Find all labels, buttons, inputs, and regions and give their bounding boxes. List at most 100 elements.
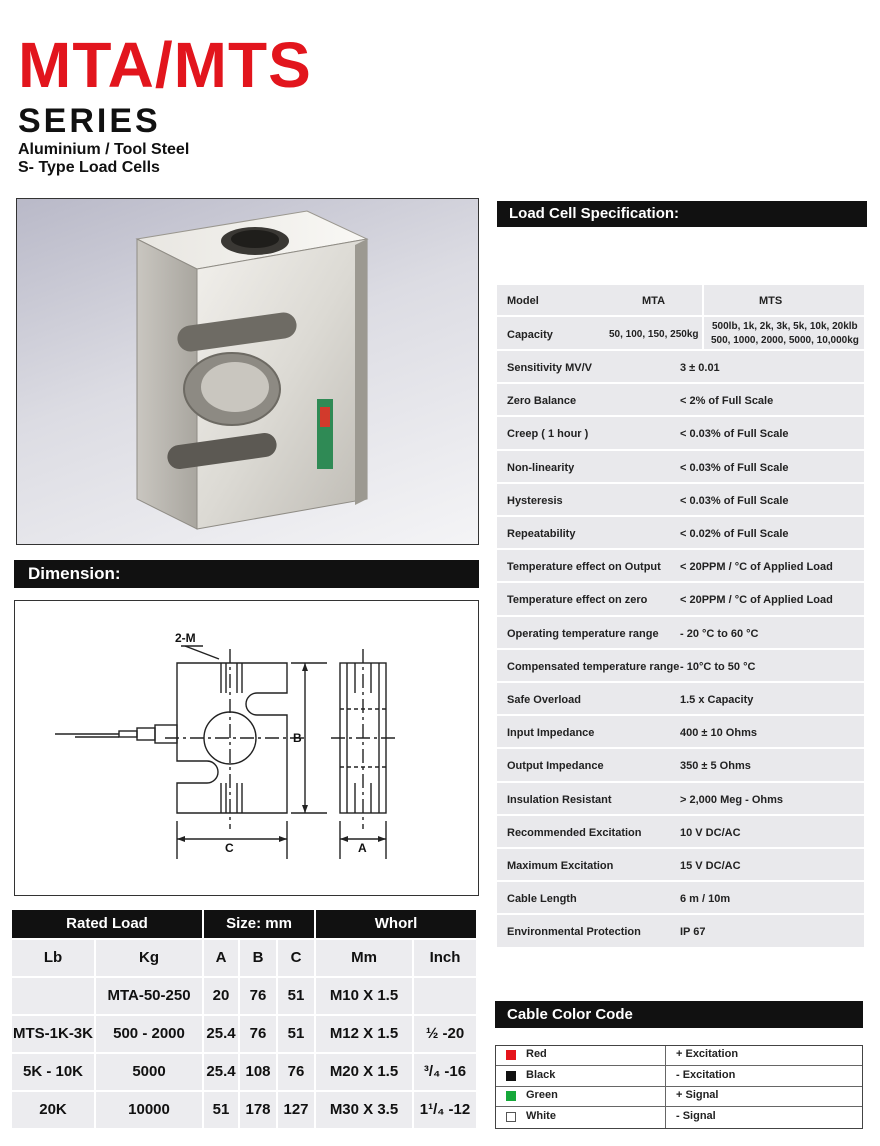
- rated-cell-lb: 5K - 10K: [12, 1054, 94, 1090]
- spec-label: Creep ( 1 hour ): [507, 428, 589, 441]
- wire-color-name: White: [526, 1109, 556, 1122]
- color-swatch-icon: [506, 1111, 516, 1122]
- cable-section-title: Cable Color Code: [495, 1001, 863, 1028]
- head-size: Size: mm: [204, 910, 314, 938]
- subtitle-material: Aluminium / Tool Steel: [18, 141, 190, 158]
- rated-cell-b: 178: [240, 1092, 276, 1128]
- rated-cell-lb: [12, 978, 94, 1014]
- spec-value: 1.5 x Capacity: [680, 694, 754, 706]
- spec-label: Temperature effect on Output: [507, 561, 661, 574]
- col-divider: [702, 317, 704, 351]
- rated-cell-kg: 5000: [96, 1054, 202, 1090]
- spec-row: Non-linearity< 0.03% of Full Scale: [497, 450, 864, 484]
- rated-cell-mm: M12 X 1.5: [316, 1016, 412, 1052]
- subhead-lb: Lb: [12, 940, 94, 976]
- spec-label: Repeatability: [507, 528, 576, 540]
- rated-cell-a: 20: [204, 978, 238, 1014]
- capacity-label: Capacity: [507, 329, 553, 341]
- rated-cell-c: 127: [278, 1092, 314, 1128]
- dimension-section-title: Dimension:: [14, 560, 479, 588]
- rated-cell-lb: 20K: [12, 1092, 94, 1128]
- spec-row: Temperature effect on Output< 20PPM / °C…: [497, 550, 864, 584]
- spec-value: 3 ± 0.01: [680, 362, 720, 374]
- label-b: B: [293, 731, 302, 745]
- spec-label: Non-linearity: [507, 461, 575, 474]
- series-title: SERIES: [18, 102, 161, 140]
- spec-label: Maximum Excitation: [507, 860, 614, 872]
- rated-cell-kg: 500 - 2000: [96, 1016, 202, 1052]
- wire-color-name: Green: [526, 1089, 558, 1101]
- rated-cell-c: 51: [278, 1016, 314, 1052]
- spec-value: 6 m / 10m: [680, 893, 731, 906]
- wire-signal: - Excitation: [676, 1068, 736, 1081]
- capacity-mts-line2: 500, 1000, 2000, 5000, 10,000kg: [711, 335, 859, 346]
- rated-cell-inch: ³/₄ -16: [414, 1054, 476, 1090]
- spec-label: Cable Length: [507, 893, 577, 906]
- spec-label: Recommended Excitation: [507, 826, 642, 839]
- label-a: A: [358, 841, 367, 855]
- rated-cell-kg: MTA-50-250: [96, 978, 202, 1014]
- spec-value: IP 67: [680, 926, 706, 939]
- rated-cell-mm: M30 X 3.5: [316, 1092, 412, 1128]
- col-divider: [702, 285, 704, 317]
- spec-row: Creep ( 1 hour )< 0.03% of Full Scale: [497, 417, 864, 451]
- spec-value: > 2,000 Meg - Ohms: [680, 793, 784, 806]
- color-swatch-icon: [506, 1050, 516, 1060]
- wire-color-name: Red: [526, 1048, 547, 1060]
- spec-row: Zero Balance< 2% of Full Scale: [497, 384, 864, 418]
- spec-row: Environmental Protection IP 67: [497, 915, 864, 949]
- rated-cell-inch: [414, 978, 476, 1014]
- subhead-kg: Kg: [96, 940, 202, 976]
- spec-label: Hysteresis: [507, 494, 563, 507]
- wire-color-name: Black: [526, 1068, 556, 1081]
- wire-signal: + Excitation: [676, 1048, 739, 1060]
- spec-capacity-row: Capacity 50, 100, 150, 250kg 500lb, 1k, …: [497, 317, 864, 351]
- s-type-load-cell-image: [135, 210, 369, 530]
- spec-label: Compensated temperature range: [507, 660, 680, 673]
- color-swatch-icon: [506, 1091, 516, 1101]
- spec-section-title: Load Cell Specification:: [497, 201, 867, 227]
- col-divider: [665, 1046, 666, 1128]
- rated-cell-b: 76: [240, 978, 276, 1014]
- rated-cell-a: 51: [204, 1092, 238, 1128]
- dimension-drawing: 2-M B C A: [14, 600, 479, 896]
- rated-cell-inch: 1¹/₄ -12: [414, 1092, 476, 1128]
- spec-value: - 10°C to 50 °C: [680, 660, 756, 673]
- model-mts: MTS: [759, 295, 783, 307]
- rated-cell-c: 76: [278, 1054, 314, 1090]
- spec-header-row: Model MTA MTS: [497, 285, 864, 317]
- spec-label: Environmental Protection: [507, 926, 641, 939]
- rated-cell-b: 76: [240, 1016, 276, 1052]
- rated-cell-c: 51: [278, 978, 314, 1014]
- spec-row: Insulation Resistant > 2,000 Meg - Ohms: [497, 782, 864, 816]
- subhead-inch: Inch: [414, 940, 476, 976]
- subhead-mm: Mm: [316, 940, 412, 976]
- cable-row: Red + Excitation: [496, 1046, 862, 1066]
- cable-row: Black - Excitation: [496, 1067, 862, 1087]
- capacity-mta: 50, 100, 150, 250kg: [609, 329, 699, 340]
- spec-value: < 20PPM / °C of Applied Load: [680, 594, 833, 607]
- spec-label: Operating temperature range: [507, 627, 659, 640]
- spec-value: < 2% of Full Scale: [680, 395, 774, 408]
- spec-label: Input Impedance: [507, 727, 595, 740]
- spec-row: Hysteresis < 0.03% of Full Scale: [497, 483, 864, 517]
- head-rated-load: Rated Load: [12, 910, 202, 938]
- subhead-a: A: [204, 940, 238, 976]
- rated-cell-a: 25.4: [204, 1054, 238, 1090]
- spec-label: Temperature effect on zero: [507, 594, 648, 607]
- spec-row: Temperature effect on zero < 20PPM / °C o…: [497, 583, 864, 617]
- spec-label: Sensitivity MV/V: [507, 362, 592, 374]
- product-title: MTA/MTS: [18, 29, 312, 101]
- cable-row: White- Signal: [496, 1108, 862, 1128]
- head-whorl: Whorl: [316, 910, 476, 938]
- spec-label: Insulation Resistant: [507, 793, 612, 806]
- spec-value: < 0.03% of Full Scale: [680, 494, 789, 507]
- spec-value: - 20 °C to 60 °C: [680, 627, 759, 640]
- rated-cell-lb: MTS-1K-3K: [12, 1016, 94, 1052]
